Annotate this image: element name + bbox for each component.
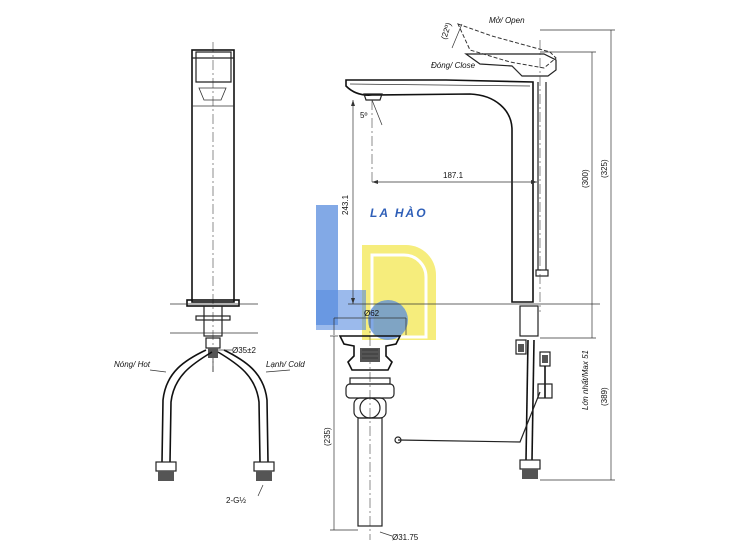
max-thickness-label: Lớn nhất/Max 51 xyxy=(581,350,590,410)
open-angle-label: (22º) xyxy=(439,21,453,40)
tilt-angle-label: 5º xyxy=(360,111,367,120)
thread-label: 2-G½ xyxy=(226,496,246,505)
body-height-dimension: (300) xyxy=(581,169,590,188)
below-deck-dimension: (389) xyxy=(600,387,609,406)
cold-label: Lạnh/ Cold xyxy=(266,360,305,369)
total-height-dimension: (325) xyxy=(600,159,609,178)
la-hao-watermark-logo xyxy=(316,205,436,340)
close-label: Đóng/ Close xyxy=(431,61,476,70)
front-view xyxy=(149,42,291,497)
drain-bottom-diameter: Ø31.75 xyxy=(392,533,419,542)
hot-label: Nóng/ Hot xyxy=(114,360,151,369)
side-view xyxy=(345,23,615,481)
mount-hole-label: Ø35±2 xyxy=(232,346,257,355)
spout-height-dimension: 243.1 xyxy=(341,194,350,215)
spout-reach-dimension: 187.1 xyxy=(443,171,464,180)
pop-up-drain xyxy=(330,317,407,540)
drain-top-diameter: Ø62 xyxy=(364,309,380,318)
drain-length-dimension: (235) xyxy=(323,427,332,446)
watermark-text: LA HÀO xyxy=(370,205,428,220)
open-label: Mở/ Open xyxy=(489,16,525,25)
